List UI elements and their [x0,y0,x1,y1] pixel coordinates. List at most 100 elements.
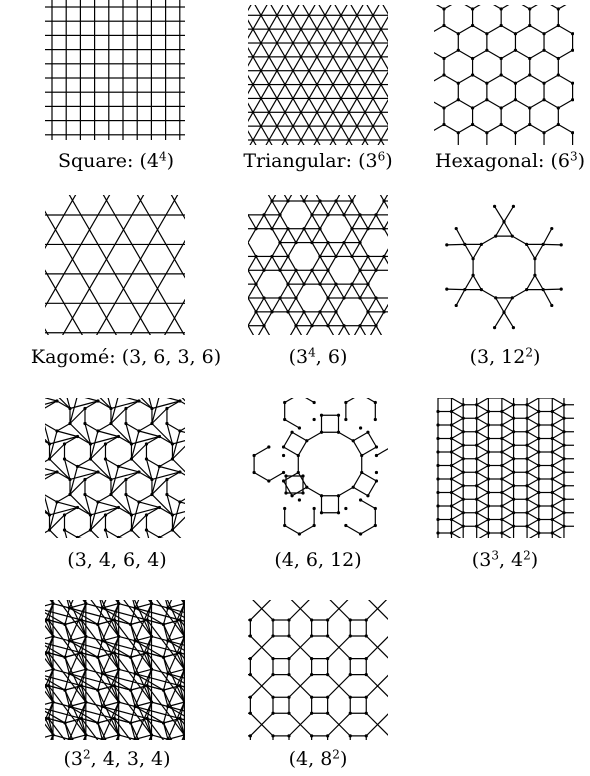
lattice-edge [151,603,169,609]
lattice-vertex [449,531,454,535]
lattice-edge [45,701,54,722]
lattice-edge [268,84,278,99]
lattice-edge [255,311,265,327]
lattice-vertex [96,655,100,659]
lattice-vertex [83,492,87,497]
lattice-vertex [248,673,252,677]
lattice-vertex [112,716,116,721]
lattice-edge [63,458,71,480]
lattice-vertex [542,48,546,52]
lattice-edge [295,228,305,243]
lattice-edge [252,125,262,141]
lattice-edge [133,600,153,637]
lattice-vertex [178,716,182,721]
lattice-edge [434,101,445,109]
lattice-vertex [68,492,72,497]
lattice-edge [248,130,254,141]
lattice-edge [365,600,388,621]
lattice-vertex [283,506,287,511]
lattice-edge [284,56,294,72]
lattice-edge [324,70,334,85]
lattice-vertex [511,457,516,461]
lattice-edge [271,256,281,271]
lattice-vertex [137,429,141,433]
lattice-edge [85,734,103,740]
lattice-vertex [63,688,67,692]
lattice-vertex [461,430,465,434]
lattice-vertex [284,474,288,478]
lattice-edge [252,70,262,85]
lattice-edge [308,125,318,141]
lattice-edge [170,195,176,201]
lattice-edge [81,619,99,625]
lattice-vertex [499,106,503,110]
lattice-edge [45,603,54,624]
lattice-vertex [502,220,506,224]
lattice-edge [472,74,488,84]
lattice-edge [300,56,310,72]
lattice-vertex [449,423,454,427]
lattice-vertex [145,684,149,688]
lattice-edge [165,244,176,260]
lattice-edge [356,14,366,30]
lattice-edge [500,5,510,10]
lattice-vertex [556,122,560,127]
lattice-vertex [62,457,67,461]
lattice-edge [253,446,270,457]
lattice-vertex [290,494,294,498]
lattice-vertex [525,470,529,474]
lattice-edge [313,139,318,145]
lattice-edge [343,214,353,230]
lattice-edge [308,84,318,99]
elongated-triangular-diagram [434,398,574,538]
lattice-edge [356,56,366,72]
lattice-vertex [144,513,149,517]
lattice-edge [476,471,489,480]
lattice-edge [501,518,514,527]
lattice-vertex [485,131,489,135]
lattice-edge [526,471,540,480]
lattice-vertex [283,523,287,528]
lattice-vertex [310,711,314,715]
lattice-edge [252,28,262,44]
lattice-vertex [542,81,546,85]
lattice-edge [165,258,176,275]
lattice-edge [543,99,559,109]
lattice-edge [130,501,140,531]
lattice-edge [345,139,350,145]
lattice-edge [348,56,358,72]
lattice-edge [303,214,313,230]
lattice-edge [324,84,334,99]
lattice-vertex [502,310,506,314]
lattice-edge [351,242,361,257]
lattice-edge [45,690,54,703]
lattice-edge [351,214,361,230]
lattice-edge [134,640,164,658]
lattice-edge [501,464,514,473]
lattice-edge [501,398,514,406]
lattice-vertex [348,734,352,738]
lattice-edge [45,642,82,654]
lattice-edge [501,512,514,521]
lattice-edge [45,677,66,691]
lattice-vertex [550,226,554,231]
lattice-edge [316,42,326,58]
lattice-edge [84,423,92,445]
lattice-vertex [571,98,574,102]
lattice-edge [316,70,326,85]
lattice-vertex [358,532,363,536]
lattice-vertex [348,695,352,699]
lattice-edge [318,5,326,16]
lattice-edge [311,200,321,216]
lattice-edge [292,42,302,58]
lattice-vertex [262,296,266,300]
lattice-edge [476,458,489,467]
lattice-vertex [344,400,348,405]
lattice-edge [300,139,305,145]
lattice-edge [302,5,310,16]
lattice-vertex [297,498,302,502]
lattice-vertex [556,7,560,11]
lattice-edge [64,673,70,691]
lattice-edge [529,123,545,134]
truncated-square-diagram [248,600,388,740]
